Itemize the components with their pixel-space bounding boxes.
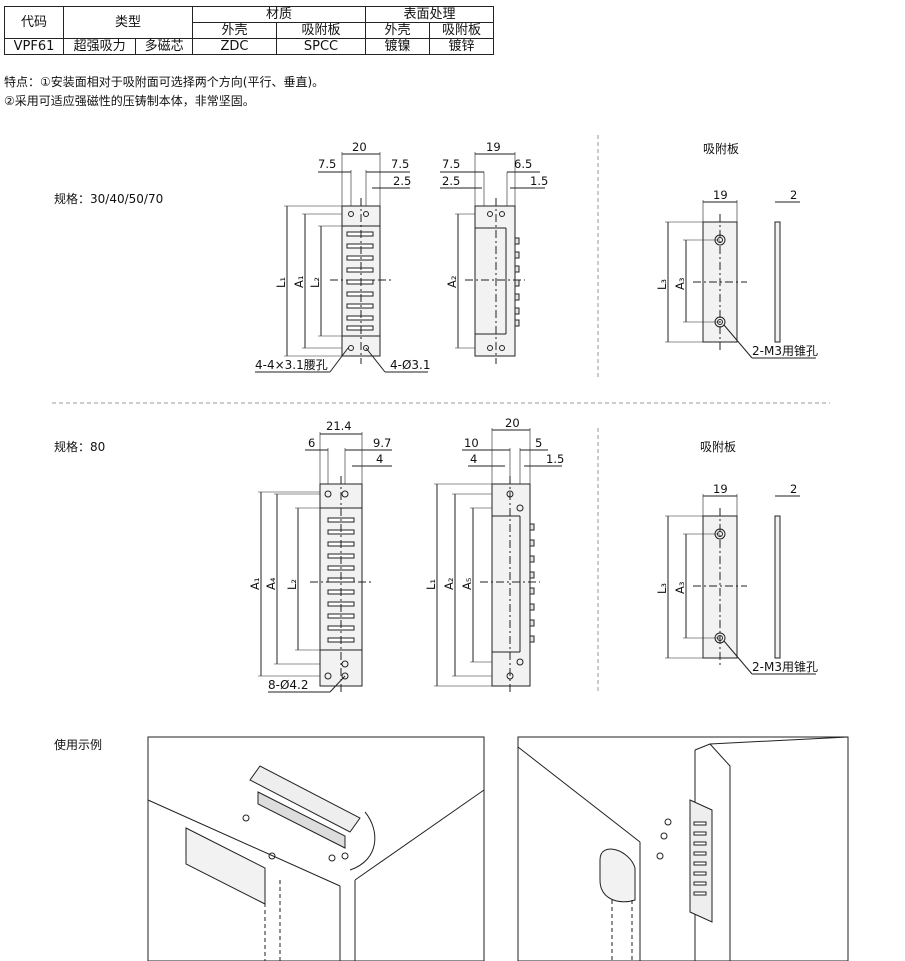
spec1-front-view	[255, 152, 428, 373]
usage-example-right	[517, 736, 849, 961]
s1-label-a1: A₁	[292, 276, 306, 288]
s1-label-l3: L₃	[655, 279, 669, 290]
s1-callout-thread: 2-M3用锥孔	[752, 344, 818, 358]
cell-mat-plate: SPCC	[276, 38, 366, 55]
s1f-dim-c: 2.5	[393, 174, 411, 188]
s2-callout-hole: 8-Ø4.2	[268, 678, 309, 692]
s2f-dim-a: 6	[308, 436, 315, 450]
s1f-dim-b: 7.5	[391, 157, 409, 171]
s2-label-a2: A₂	[442, 578, 456, 590]
s2-label-l3: L₃	[655, 583, 669, 594]
s1-label-a3: A₃	[673, 277, 687, 290]
s1s-dim-d: 1.5	[530, 174, 548, 188]
s2p-dim-w: 19	[713, 482, 728, 496]
spec1-label: 规格：30/40/50/70	[54, 192, 164, 206]
spec2-plate-title: 吸附板	[700, 440, 737, 454]
s2f-dim-w: 21.4	[326, 419, 352, 433]
s1f-dim-w: 20	[352, 140, 367, 154]
s1s-dim-b: 6.5	[514, 157, 532, 171]
s1p-dim-t: 2	[790, 188, 797, 202]
s1-label-a2: A₂	[445, 276, 459, 288]
s1s-dim-w: 19	[486, 140, 501, 154]
spec2-label: 规格：80	[54, 440, 106, 454]
s2p-dim-t: 2	[790, 482, 797, 496]
s2-callout-thread: 2-M3用锥孔	[752, 660, 818, 674]
s1-label-l1: L₁	[274, 277, 288, 288]
cell-surf-shell: 镀镍	[365, 38, 430, 55]
s2-label-a5: A₅	[460, 577, 474, 590]
s1p-dim-w: 19	[713, 188, 728, 202]
s1-label-l2: L₂	[308, 277, 322, 288]
s2s-dim-c: 4	[470, 452, 477, 466]
s1-callout-slot: 4-4×3.1腰孔	[255, 358, 328, 372]
cell-type1: 超强吸力	[62, 38, 137, 55]
sub-plate2: 吸附板	[429, 22, 494, 39]
cell-type2: 多磁芯	[135, 38, 193, 55]
hdr-type: 类型	[63, 6, 193, 39]
example-label: 使用示例	[54, 738, 103, 752]
spec1-plate-view	[665, 200, 816, 359]
spec-table: 代码 类型 材质 表面处理 外壳 吸附板 外壳 吸附板 VPF61 超强吸力 多…	[4, 6, 494, 55]
cell-mat-shell: ZDC	[192, 38, 277, 55]
spec2-front-view	[258, 432, 392, 694]
cell-code: VPF61	[4, 38, 64, 55]
usage-example-left	[147, 736, 485, 961]
feature-line-1: 特点：①安装面相对于吸附面可选择两个方向(平行、垂直)。	[4, 75, 325, 89]
s1f-dim-a: 7.5	[318, 157, 336, 171]
hdr-code: 代码	[4, 6, 64, 39]
s2-label-l2: L₂	[285, 579, 299, 590]
s2s-dim-d: 1.5	[546, 452, 564, 466]
s2-label-a1: A₁	[248, 578, 262, 590]
s1-callout-hole: 4-Ø3.1	[390, 358, 431, 372]
sub-shell2: 外壳	[365, 22, 430, 39]
s1s-dim-c: 2.5	[442, 174, 460, 188]
s2-label-a3: A₃	[673, 581, 687, 594]
s2f-dim-b: 9.7	[373, 436, 391, 450]
spec1-side-view	[440, 152, 545, 364]
spec1-plate-title: 吸附板	[703, 142, 740, 156]
cell-surf-plate: 镀锌	[429, 38, 494, 55]
spec2-plate-view	[665, 494, 816, 675]
s2s-dim-w: 20	[505, 416, 520, 430]
s2-label-l1: L₁	[424, 579, 438, 590]
feature-line-2: ②采用可适应强磁性的压铸制本体，非常坚固。	[4, 94, 255, 108]
s1s-dim-a: 7.5	[442, 157, 460, 171]
s2s-dim-a: 10	[464, 436, 479, 450]
spec2-side-view	[434, 428, 562, 694]
s2f-dim-c: 4	[376, 452, 383, 466]
s2s-dim-b: 5	[535, 436, 542, 450]
s2-label-a4: A₄	[264, 577, 278, 590]
